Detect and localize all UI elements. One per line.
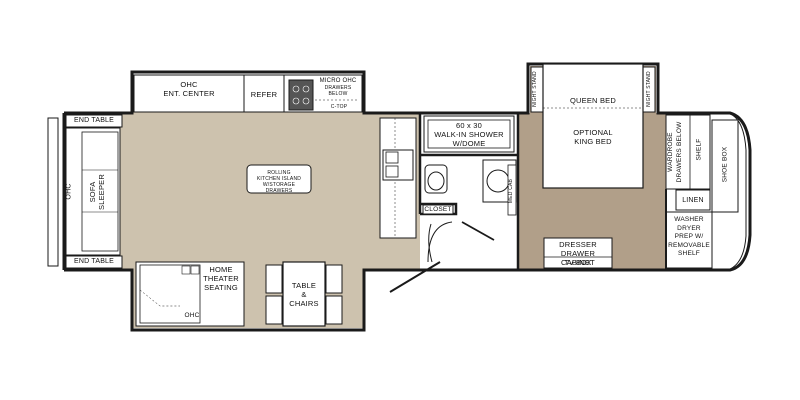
shoe-box: [711, 119, 739, 213]
rolling-island: [246, 164, 312, 194]
refer-label: REFER: [250, 90, 278, 99]
sofa-sleeper-label: SOFA SLEEPER: [88, 174, 106, 210]
med-cab: [507, 164, 517, 216]
drawers-below-label: DRAWERS BELOW: [324, 85, 352, 97]
home-theater-label: HOME THEATER SEATING: [203, 265, 239, 292]
refrigerator: [243, 74, 285, 113]
micro-ohc-label: MICRO OHC: [319, 78, 357, 84]
washer-dryer: [665, 211, 713, 269]
dresser-label: DRESSER DRAWER CABINET: [559, 240, 597, 267]
wardrobe: [665, 114, 711, 190]
ohc-bottom-label: OHC: [184, 312, 200, 319]
front-cap: [712, 112, 747, 271]
end-table-top-label: END TABLE: [73, 117, 115, 124]
toilet: [424, 164, 448, 194]
queen-bed-label: QUEEN BED: [570, 96, 616, 105]
wardrobe-label: WARDROBE DRAWERS BELOW: [667, 121, 683, 183]
end-table-bottom: [65, 255, 123, 269]
closet-label: CLOSET: [424, 206, 452, 213]
end-table-bottom-label: END TABLE: [73, 258, 115, 265]
shelf-label: SHELF: [695, 138, 703, 161]
washer-dryer-label: WASHER DRYER PREP W/ REMOVABLE SHELF: [668, 216, 710, 257]
ohc-ent-center-label: OHC ENT. CENTER: [163, 80, 215, 98]
linen: [675, 189, 711, 211]
med-cab-label: MED CAB: [508, 178, 514, 204]
dresser: [543, 237, 613, 269]
walk-in-shower-label: 60 x 30 WALK-IN SHOWER W/DOME: [434, 121, 504, 148]
ohc-left-label: OHC: [65, 183, 73, 200]
optional-king-label: OPTIONAL KING BED: [573, 128, 613, 146]
tv-box-label: TV BOX: [564, 260, 592, 267]
walk-in-shower: [423, 115, 515, 153]
night-stand-right-label: NIGHT STAND: [646, 71, 652, 107]
shoe-box-label: SHOE BOX: [721, 146, 729, 183]
end-table-top: [65, 114, 123, 128]
table-chairs-label: TABLE & CHAIRS: [289, 281, 319, 308]
queen-bed: [542, 63, 644, 189]
night-stand-left-label: NIGHT STAND: [532, 71, 538, 107]
rolling-island-label: ROLLING KITCHEN ISLAND W/STORAGE DRAWERS: [256, 170, 302, 194]
linen-label: LINEN: [682, 197, 704, 204]
cooktop: [288, 79, 314, 111]
dinette: [265, 261, 343, 327]
ctop-label: C-TOP: [330, 104, 348, 110]
closet: [422, 204, 454, 215]
